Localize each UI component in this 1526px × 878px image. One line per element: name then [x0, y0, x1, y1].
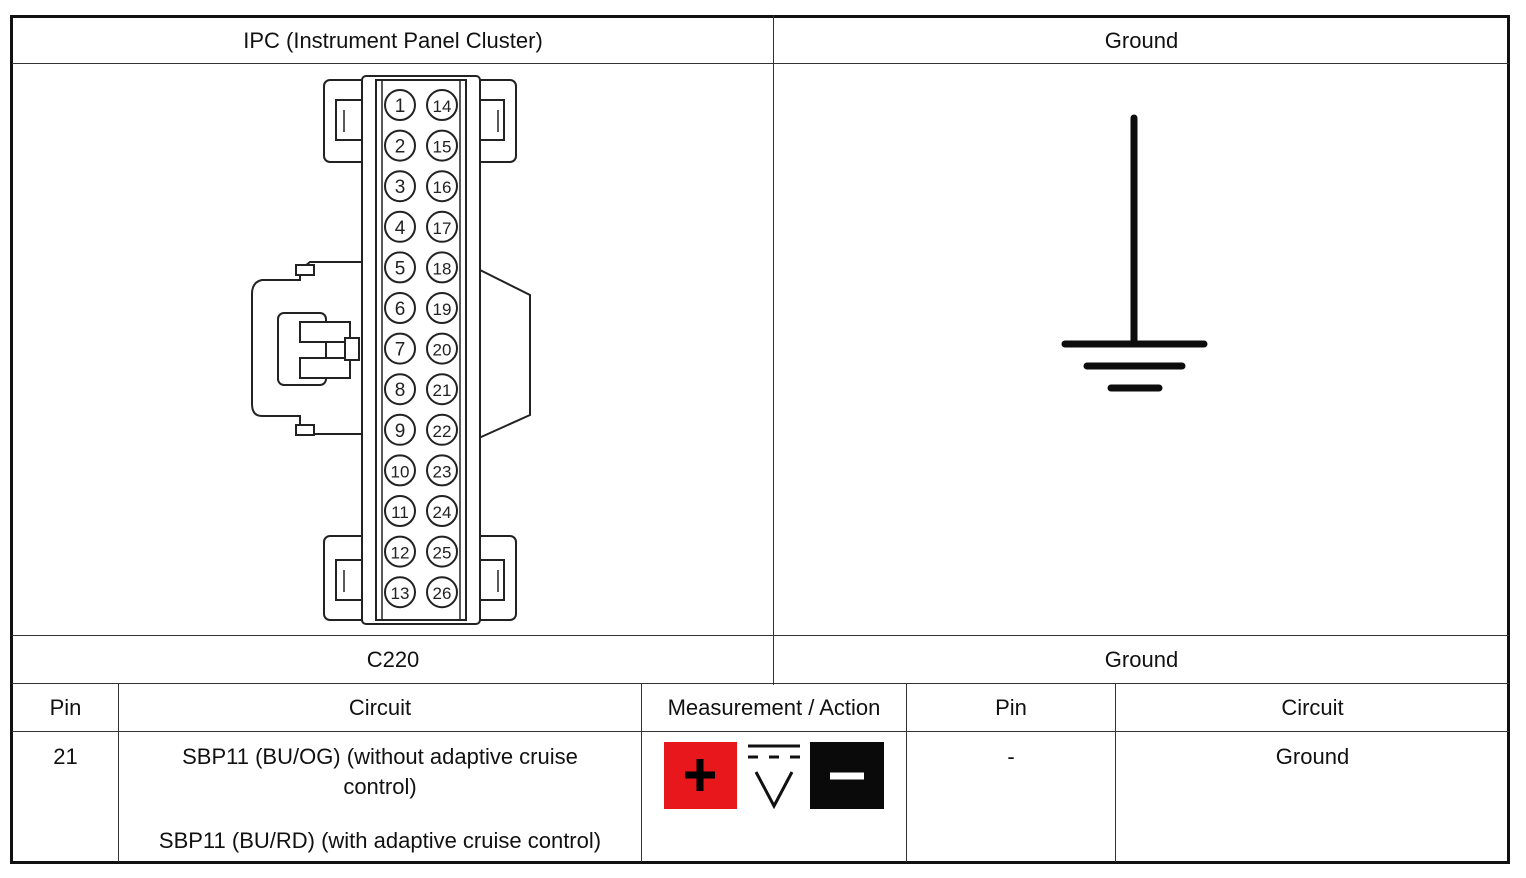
circuit-line-1: SBP11 (BU/OG) (without adaptive cruise: [182, 744, 578, 769]
measurement-icons: [664, 742, 884, 810]
pin-13: 13: [384, 576, 416, 609]
pin-24: 24: [426, 495, 458, 527]
pin-26: 26: [426, 576, 458, 609]
pin-12: 12: [384, 535, 416, 568]
pin-label: 6: [395, 299, 406, 320]
divider-col1: [118, 683, 119, 862]
pin-label: 2: [395, 137, 406, 158]
row-circuit: SBP11 (BU/OG) (without adaptive cruise c…: [119, 732, 641, 862]
pin-label: 8: [395, 380, 406, 401]
divider-header: [12, 63, 1509, 64]
divider-col4: [1115, 683, 1116, 862]
pin-label: 9: [395, 421, 406, 442]
pin-label: 24: [433, 503, 452, 522]
pin-label: 19: [433, 300, 452, 319]
ipc-title: IPC (Instrument Panel Cluster): [243, 27, 543, 53]
pin-label: 18: [433, 259, 452, 278]
pin-label: 26: [433, 584, 452, 603]
pin-label: 5: [395, 258, 406, 279]
pin-label: 10: [391, 462, 410, 481]
pin-label: 3: [395, 177, 406, 198]
connector-diagram: 1234567891011121314151617181920212223242…: [251, 75, 531, 625]
pin-15: 15: [426, 129, 458, 162]
pin-11: 11: [384, 495, 416, 527]
pin-9: 9: [384, 413, 416, 446]
pin-6: 6: [384, 292, 416, 324]
pin-1: 1: [384, 89, 416, 121]
pin-label: 14: [433, 97, 452, 116]
divider-main: [773, 15, 774, 685]
pin-label: 12: [391, 544, 410, 563]
header-circuit-2: Circuit: [1281, 694, 1344, 720]
pin-label: 17: [433, 219, 452, 238]
pin-label: 16: [433, 178, 452, 197]
pin-label: 25: [433, 544, 452, 563]
ground-symbol-icon: [1061, 114, 1208, 392]
connector-name: C220: [366, 646, 420, 672]
divider-image: [12, 635, 1509, 636]
pin-8: 8: [384, 373, 416, 406]
pin-17: 17: [426, 210, 458, 243]
divider-col3: [906, 683, 907, 862]
header-pin: Pin: [49, 694, 82, 720]
pin-4: 4: [384, 210, 416, 243]
pin-label: 7: [395, 340, 406, 361]
row-pin-2: -: [1007, 744, 1015, 769]
pin-22: 22: [426, 413, 458, 446]
pin-14: 14: [426, 89, 458, 121]
pin-19: 19: [426, 292, 458, 324]
pin-20: 20: [426, 332, 458, 365]
divider-table-header: [12, 731, 1509, 732]
pin-label: 21: [433, 381, 452, 400]
pin-21: 21: [426, 373, 458, 406]
pin-23: 23: [426, 454, 458, 487]
ground-connector-label: Ground: [1104, 646, 1179, 672]
row-measurement: [642, 732, 906, 862]
divider-col2: [641, 683, 642, 862]
pin-7: 7: [384, 332, 416, 365]
ground-title: Ground: [1104, 27, 1179, 53]
pin-label: 22: [433, 422, 452, 441]
pin-label: 4: [395, 218, 406, 239]
divider-connector: [12, 683, 1509, 684]
pin-5: 5: [384, 251, 416, 284]
pin-18: 18: [426, 251, 458, 284]
dc-voltage-icon: [748, 744, 800, 810]
pinout-table: [10, 15, 1510, 864]
pin-label: 15: [433, 138, 452, 157]
pin-2: 2: [384, 129, 416, 162]
pin-label: 11: [391, 503, 409, 522]
row-pin: 21: [53, 744, 78, 769]
pin-label: 23: [433, 462, 452, 481]
pin-10: 10: [384, 454, 416, 487]
header-circuit: Circuit: [348, 694, 412, 720]
pin-label: 13: [391, 584, 410, 603]
pin-label: 1: [395, 96, 406, 117]
header-measurement: Measurement / Action: [667, 694, 881, 720]
circuit-line-3: SBP11 (BU/RD) (with adaptive cruise cont…: [158, 828, 602, 853]
header-pin-2: Pin: [995, 694, 1027, 720]
pin-25: 25: [426, 535, 458, 568]
pin-3: 3: [384, 170, 416, 203]
pin-label: 20: [433, 341, 452, 360]
row-circuit-2: Ground: [1275, 744, 1350, 769]
pin-16: 16: [426, 170, 458, 203]
circuit-line-2: control): [343, 774, 417, 799]
